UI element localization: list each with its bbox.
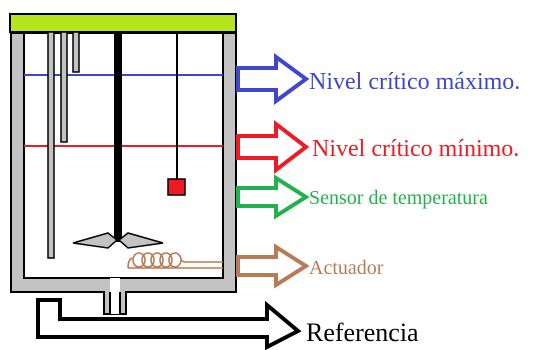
level-probe-max	[72, 31, 80, 73]
actuator-coil	[127, 252, 223, 269]
min-level-label: Nivel crítico mínimo.	[312, 136, 519, 162]
max-level-label: Nivel crítico máximo.	[309, 69, 520, 95]
level-probe-long	[47, 31, 55, 259]
actuator-arrow-icon	[236, 243, 310, 289]
impeller-blade-left	[72, 232, 119, 249]
reference-label: Referencia	[306, 318, 419, 347]
actuator-label: Actuador	[309, 257, 384, 279]
drain-outlet	[110, 278, 120, 314]
reference-arrow-icon	[36, 298, 302, 350]
agitator-shaft	[114, 32, 122, 242]
temp-sensor-arrow-icon	[236, 174, 310, 220]
temp-sensor-label: Sensor de temperatura	[309, 187, 488, 209]
impeller-blade-right	[117, 232, 164, 249]
max-level-arrow-icon	[236, 53, 310, 105]
temp-sensor-bulb	[167, 178, 186, 196]
level-probe-min	[60, 31, 68, 143]
min-level-arrow-icon	[236, 119, 310, 175]
tank-lid	[9, 13, 237, 33]
